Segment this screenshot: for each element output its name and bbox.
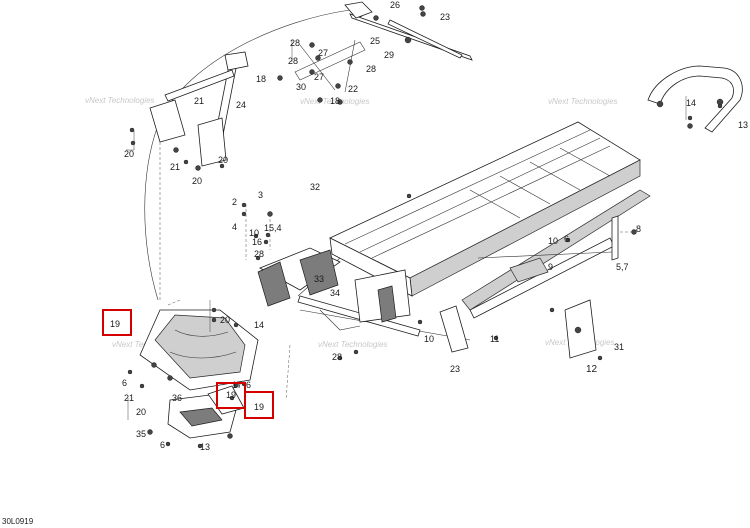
callout-32: 32 — [310, 182, 320, 192]
drawing-reference-code: 30L0919 — [2, 517, 34, 526]
callout-24: 24 — [236, 100, 246, 110]
callout-13: 13 — [738, 120, 748, 130]
callout-23: 23 — [450, 364, 460, 374]
callout-22: 22 — [348, 84, 358, 94]
callout-20: 20 — [220, 315, 230, 325]
callout-5-7: 5,7 — [616, 262, 629, 272]
callout-28: 28 — [290, 38, 300, 48]
callout-34: 34 — [330, 288, 340, 298]
watermark: vNext Technologies — [548, 97, 618, 106]
callout-28: 28 — [288, 56, 298, 66]
highlight-box-part-19[interactable] — [244, 391, 274, 419]
callout-9: 9 — [548, 262, 553, 272]
callout-4: 4 — [232, 222, 237, 232]
callout-3: 3 — [258, 190, 263, 200]
callout-6: 6 — [564, 234, 569, 244]
callout-20: 20 — [218, 155, 228, 165]
callout-14: 14 — [686, 98, 696, 108]
callout-33: 33 — [314, 274, 324, 284]
callout-10: 10 — [548, 236, 558, 246]
callout-20: 20 — [136, 407, 146, 417]
callout-28: 28 — [332, 352, 342, 362]
callout-10: 10 — [424, 334, 434, 344]
watermark: vNext Technologies — [300, 97, 370, 106]
callout-26: 26 — [390, 0, 400, 10]
callout-28: 28 — [366, 64, 376, 74]
callout-35: 35 — [136, 429, 146, 439]
watermark: vNext Technologies — [318, 340, 388, 349]
callout-25: 25 — [370, 36, 380, 46]
callout-15-4: 15,4 — [264, 223, 282, 233]
callout-17: 17 — [232, 380, 242, 390]
callout-2: 2 — [232, 197, 237, 207]
callout-27: 27 — [318, 48, 328, 58]
steering-post-assembly — [129, 51, 249, 171]
callout-19: 19 — [254, 402, 264, 412]
callout-28: 28 — [254, 249, 264, 259]
callout-20: 20 — [124, 149, 134, 159]
callout-36: 36 — [172, 393, 182, 403]
callout-23: 23 — [440, 12, 450, 22]
callout-21: 21 — [170, 162, 180, 172]
highlight-box-part-19[interactable] — [102, 309, 132, 336]
callout-8: 8 — [636, 224, 641, 234]
callout-18: 18 — [330, 96, 340, 106]
callout-14: 14 — [254, 320, 264, 330]
callout-12: 12 — [586, 364, 598, 375]
callout-11: 11 — [490, 334, 499, 344]
leader-lines — [126, 40, 687, 420]
callout-6: 6 — [246, 380, 251, 390]
nose-pan — [139, 309, 259, 391]
rear-bumper — [647, 65, 743, 133]
callout-30: 30 — [296, 82, 306, 92]
callout-29: 29 — [384, 50, 394, 60]
callout-31: 31 — [614, 342, 624, 352]
callout-18: 18 — [256, 74, 266, 84]
callout-27: 27 — [314, 72, 324, 82]
highlight-boxes — [102, 309, 274, 419]
callout-10: 10 — [249, 228, 259, 238]
assembly-lines — [159, 142, 634, 401]
callout-20: 20 — [192, 176, 202, 186]
suspension-mounts — [439, 215, 619, 359]
steering-column-assembly — [277, 1, 473, 105]
front-frame — [257, 247, 421, 337]
callout-labels: 26 23 28 25 27 29 28 27 28 18 30 22 18 2… — [110, 0, 748, 452]
callout-21: 21 — [124, 393, 134, 403]
watermark: vNext Technologies — [85, 96, 155, 105]
fasteners — [127, 11, 723, 401]
callout-16: 16 — [252, 237, 262, 247]
callout-19: 19 — [110, 319, 120, 329]
callout-6: 6 — [122, 378, 127, 388]
chassis-tunnel — [297, 121, 651, 341]
callout-19: 19 — [226, 390, 236, 400]
callout-13: 13 — [200, 442, 210, 452]
callout-21: 21 — [194, 96, 204, 106]
callout-6: 6 — [160, 440, 165, 450]
